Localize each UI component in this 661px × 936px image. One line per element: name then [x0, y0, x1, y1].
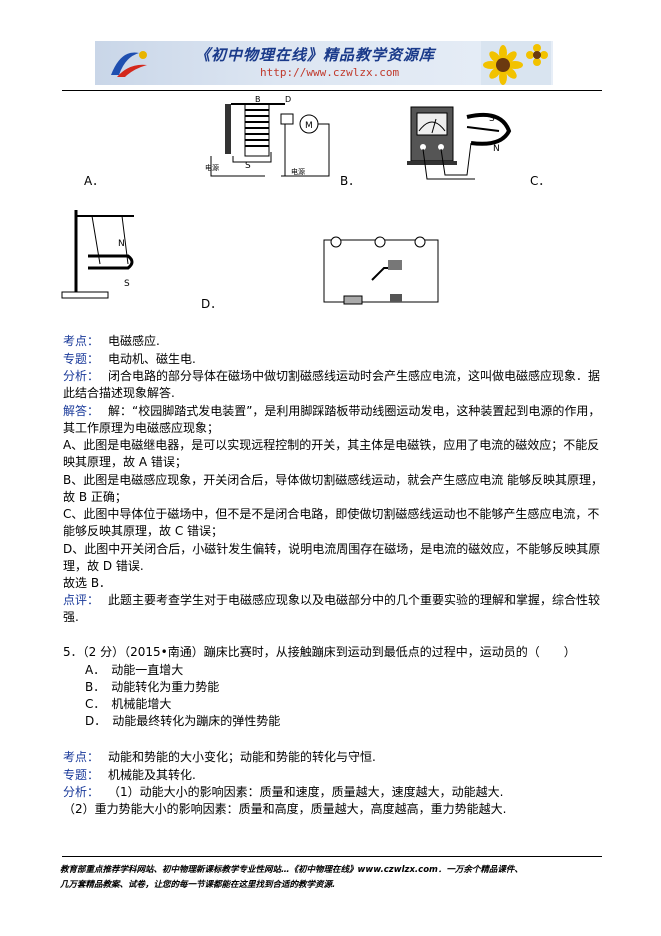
header-banner: 《初中物理在线》精品教学资源库 http://www.czwlzx.com	[95, 41, 553, 85]
q4-dianping-line2: 强.	[63, 610, 79, 624]
q4-option-d-line2: 理，故 D 错误.	[63, 559, 144, 573]
q5-fenxi-line2: （2）重力势能大小的影响因素：质量和高度，质量越大，高度越高，重力势能越大.	[63, 802, 507, 816]
figure-c-galvanometer: S N	[407, 106, 512, 180]
q5-option-c: C． 机械能增大	[85, 697, 172, 711]
q4-fenxi-line1: 闭合电路的部分导体在磁场中做切割磁感线运动时会产生感应电流，这叫做电磁感应现象．…	[108, 369, 601, 383]
figure-b-option-label: B．	[340, 174, 361, 188]
q4-dianping-line1: 此题主要考查学生对于电磁感应现象以及电磁部分中的几个重要实验的理解和掌握，综合性…	[108, 593, 601, 607]
figure-a-label-m: M	[305, 121, 313, 131]
q5-stem: 5．（2 分）（2015•南通）蹦床比赛时，从接触蹦床到运动到最低点的过程中，运…	[63, 645, 576, 659]
q4-answer: 故选 B．	[63, 576, 112, 590]
q5-fenxi-line1: （1）动能大小的影响因素：质量和速度，质量越大，速度越大，动能越大.	[108, 785, 504, 799]
q5-zhuanti-label: 专题：	[63, 768, 100, 782]
figure-c-label-s: S	[489, 114, 495, 124]
figure-a-label-src2: 电源	[291, 167, 305, 176]
figure-d-label-n: N	[118, 239, 125, 249]
q5-option-a: A． 动能一直增大	[85, 663, 184, 677]
q4-option-a-line1: A、此图是电磁继电器，是可以实现远程控制的开关，其主体是电磁铁，应用了电流的磁效…	[63, 438, 600, 452]
banner-url: http://www.czwlzx.com	[260, 66, 400, 79]
figure-d-option-label: D．	[201, 297, 223, 311]
q5-fenxi-label: 分析：	[63, 785, 100, 799]
sunflower-image	[481, 41, 551, 85]
q5-zhuanti: 机械能及其转化.	[108, 768, 196, 782]
q4-jieda-line2: 其工作原理为电磁感应现象；	[63, 421, 220, 435]
figure-a-label-d: D	[285, 96, 291, 104]
q4-option-b-line2: 故 B 正确；	[63, 490, 127, 504]
banner-title: 《初中物理在线》精品教学资源库	[195, 46, 436, 64]
figure-c-label-n: N	[493, 144, 500, 154]
q4-kaodian: 电磁感应.	[108, 334, 160, 348]
footer-line1: 教育部重点推荐学科网站、初中物理新课标教学专业性网站…《初中物理在线》www.c…	[60, 865, 523, 875]
figure-a-option-label: A．	[84, 174, 105, 188]
figure-a-label-src1: 电源	[205, 163, 219, 172]
q4-option-c-line2: 能够反映其原理，故 C 错误；	[63, 524, 224, 538]
header-rule	[62, 90, 602, 91]
q4-fenxi-line2: 此结合描述现象解答.	[63, 386, 175, 400]
q5-kaodian-label: 考点：	[63, 750, 100, 764]
q4-jieda-line1: 解：“校园脚踏式发电装置”，是利用脚踩踏板带动线圈运动发电，这种装置起到电源的作…	[108, 404, 601, 418]
site-logo-icon	[111, 51, 147, 77]
q4-dianping-label: 点评：	[63, 593, 100, 607]
q4-option-d-line1: D、此图中开关闭合后，小磁针发生偏转，说明电流周围存在磁场，是电流的磁效应，不能…	[63, 542, 601, 556]
q4-zhuanti-label: 专题：	[63, 352, 100, 366]
footer-line2: 几万套精品教案、试卷，让您的每一节课都能在这里找到合适的教学资源.	[60, 880, 336, 890]
figure-d-stand-magnet: N S	[61, 210, 134, 299]
q4-option-b-line1: B、此图是电磁感应现象，开关闭合后，导体做切割磁感线运动，就会产生感应电流 能够…	[63, 473, 604, 487]
q4-kaodian-label: 考点：	[63, 334, 100, 348]
q4-option-c-line1: C、此图中导体位于磁场中，但不是不是闭合电路，即使做切割磁感线运动也不能够产生感…	[63, 507, 600, 521]
figure-c-option-label: C．	[530, 174, 551, 188]
q5-option-b: B． 动能转化为重力势能	[85, 680, 220, 694]
figure-a-relay: M B D S 电源 电源	[205, 96, 330, 177]
q5-option-d: D． 动能最终转化为蹦床的弹性势能	[85, 714, 281, 728]
figure-a-label-s: S	[245, 161, 251, 171]
q4-fenxi-label: 分析：	[63, 369, 100, 383]
q4-zhuanti: 电动机、磁生电.	[108, 352, 196, 366]
q5-kaodian: 动能和势能的大小变化；动能和势能的转化与守恒.	[108, 750, 376, 764]
footer-rule	[62, 856, 602, 857]
figure-d-label-s: S	[124, 279, 130, 289]
q4-jieda-label: 解答：	[63, 404, 100, 418]
q4-option-a-line2: 映其原理，故 A 错误；	[63, 455, 187, 469]
figure-a-label-b: B	[255, 96, 261, 104]
figure-b-circuit	[323, 236, 439, 305]
